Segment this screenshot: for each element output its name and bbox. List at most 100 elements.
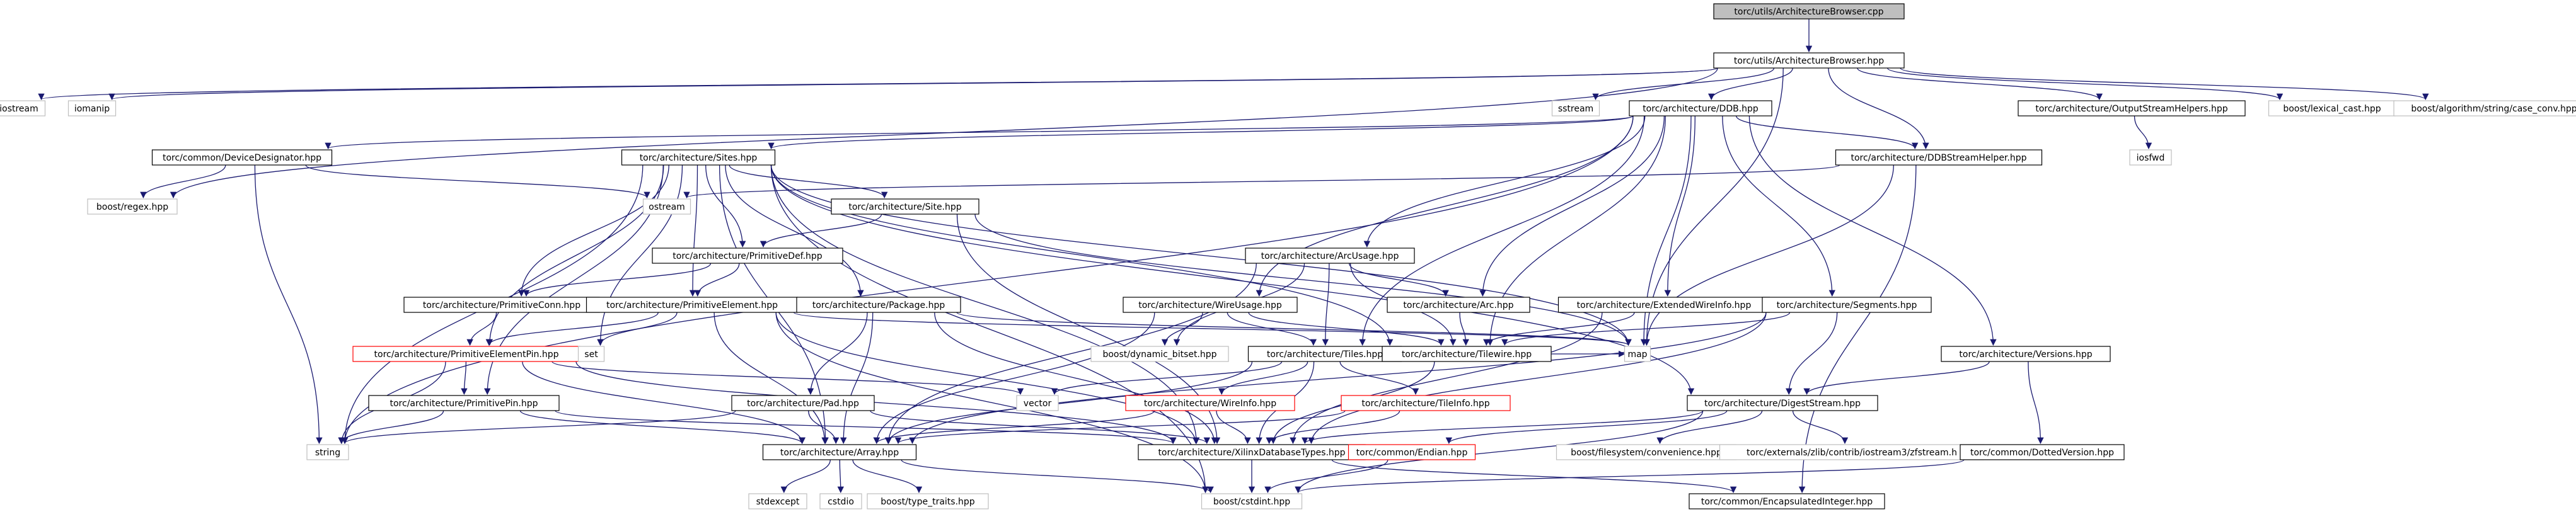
node-array[interactable]: torc/architecture/Array.hpp <box>762 444 917 460</box>
node-string: string <box>306 444 349 460</box>
node-box-primconn <box>403 297 600 313</box>
edge-ddbsh-to-ostream <box>683 164 1840 199</box>
node-dotted[interactable]: torc/common/DottedVersion.hpp <box>1960 444 2125 460</box>
edge-ddbsh-to-encint <box>1798 164 1917 494</box>
edge-extwire-to-xdbtypes <box>1290 312 1603 445</box>
node-box-sites <box>621 149 776 166</box>
node-label-regex: boost/regex.hpp <box>96 202 168 212</box>
edge-ddb-to-wireusage <box>1256 115 1634 297</box>
node-label-map: map <box>1627 350 1647 360</box>
node-label-iostream: iostream <box>0 104 38 114</box>
node-label-iomanip: iomanip <box>74 104 110 114</box>
node-label-sstream: sstream <box>1558 104 1593 114</box>
node-tileinfo[interactable]: torc/architecture/TileInfo.hpp <box>1341 395 1511 411</box>
node-extwire[interactable]: torc/architecture/ExtendedWireInfo.hpp <box>1557 297 1770 313</box>
node-cstdint: boost/cstdint.hpp <box>1201 493 1303 509</box>
node-sites[interactable]: torc/architecture/Sites.hpp <box>621 149 776 166</box>
node-wireusage[interactable]: torc/architecture/WireUsage.hpp <box>1123 297 1298 313</box>
node-label-tiles: torc/architecture/Tiles.hpp <box>1267 350 1383 360</box>
node-package[interactable]: torc/architecture/Package.hpp <box>796 297 961 313</box>
node-primconn[interactable]: torc/architecture/PrimitiveConn.hpp <box>403 297 600 313</box>
node-box-sstream <box>1551 100 1600 117</box>
node-label-vector: vector <box>1024 399 1052 409</box>
edge-array-to-cstdint <box>901 459 1214 494</box>
edge-wireusage-to-array <box>873 312 1155 445</box>
node-primelem[interactable]: torc/architecture/PrimitiveElement.hpp <box>586 297 799 313</box>
node-box-osh <box>2018 100 2246 117</box>
node-ddbsh[interactable]: torc/architecture/DDBStreamHelper.hpp <box>1835 149 2043 166</box>
edge-wireusage-to-tilewire <box>1248 312 1445 346</box>
node-wireinfo[interactable]: torc/architecture/WireInfo.hpp <box>1125 395 1295 411</box>
node-label-tileinfo: torc/architecture/TileInfo.hpp <box>1361 399 1489 409</box>
node-segments[interactable]: torc/architecture/Segments.hpp <box>1762 297 1932 313</box>
edge-ddb-to-string <box>341 115 1634 445</box>
node-sstream: sstream <box>1551 100 1600 117</box>
node-label-zfstream: torc/externals/zlib/contrib/iostream3/zf… <box>1747 448 1957 458</box>
node-primdef[interactable]: torc/architecture/PrimitiveDef.hpp <box>652 247 843 264</box>
node-box-ab_hpp <box>1713 52 1905 69</box>
node-primelempin[interactable]: torc/architecture/PrimitiveElementPin.hp… <box>352 346 580 362</box>
node-label-ostream: ostream <box>649 202 685 212</box>
node-label-ddb: torc/architecture/DDB.hpp <box>1643 104 1759 114</box>
node-arc[interactable]: torc/architecture/Arc.hpp <box>1387 297 1530 313</box>
edge-primelempin-to-vector <box>552 361 1024 395</box>
edge-digest-to-xdbtypes <box>1302 410 1704 445</box>
node-label-versions: torc/architecture/Versions.hpp <box>1959 350 2092 360</box>
node-box-primelempin <box>352 346 580 362</box>
node-ab_hpp[interactable]: torc/utils/ArchitectureBrowser.hpp <box>1713 52 1905 69</box>
node-box-string <box>306 444 349 460</box>
node-label-primpin: torc/architecture/PrimitivePin.hpp <box>390 399 538 409</box>
edge-segments-to-tilewire <box>1501 312 1791 346</box>
node-label-typetraits: boost/type_traits.hpp <box>881 497 974 507</box>
node-label-lexical: boost/lexical_cast.hpp <box>2283 104 2381 114</box>
edge-ddb-to-sites <box>768 115 1634 150</box>
node-label-segments: torc/architecture/Segments.hpp <box>1777 300 1917 310</box>
node-box-zfstream <box>1719 444 1985 460</box>
edge-sites-to-tilewire <box>770 164 1394 346</box>
edge-sites-to-cstdint <box>770 164 1209 494</box>
node-primpin[interactable]: torc/architecture/PrimitivePin.hpp <box>368 395 560 411</box>
node-box-primdef <box>652 247 843 264</box>
edge-tiles-to-wireinfo <box>1218 361 1308 395</box>
node-box-iomanip <box>67 100 117 117</box>
edge-wireusage-to-tiles <box>1227 312 1317 346</box>
edge-primelempin-to-xdbtypes <box>575 361 1177 445</box>
node-site[interactable]: torc/architecture/Site.hpp <box>831 198 979 215</box>
edge-pad-to-array <box>808 410 840 445</box>
node-box-digest <box>1687 395 1878 411</box>
node-box-devdes <box>151 149 333 166</box>
node-devdes[interactable]: torc/common/DeviceDesignator.hpp <box>151 149 333 166</box>
node-osh[interactable]: torc/architecture/OutputStreamHelpers.hp… <box>2018 100 2246 117</box>
node-versions[interactable]: torc/architecture/Versions.hpp <box>1941 346 2111 362</box>
node-ddb[interactable]: torc/architecture/DDB.hpp <box>1629 100 1772 117</box>
node-label-cstdint: boost/cstdint.hpp <box>1213 497 1290 507</box>
node-endian[interactable]: torc/common/Endian.hpp <box>1348 444 1476 460</box>
edge-ddb-to-tiles <box>1359 115 1645 346</box>
node-ab_cpp[interactable]: torc/utils/ArchitectureBrowser.cpp <box>1713 3 1905 20</box>
node-encint[interactable]: torc/common/EncapsulatedInteger.hpp <box>1689 493 1885 509</box>
node-box-tilewire <box>1382 346 1552 362</box>
node-box-arc <box>1387 297 1530 313</box>
node-tiles[interactable]: torc/architecture/Tiles.hpp <box>1247 346 1402 362</box>
edge-segments-to-digest <box>1786 312 1838 395</box>
edge-ddb-to-versions <box>1748 115 1997 346</box>
node-digest[interactable]: torc/architecture/DigestStream.hpp <box>1687 395 1878 411</box>
node-box-stdexcept <box>748 493 807 509</box>
node-label-fsconv: boost/filesystem/convenience.hpp <box>1571 448 1722 458</box>
node-pad[interactable]: torc/architecture/Pad.hpp <box>731 395 875 411</box>
node-zfstream: torc/externals/zlib/contrib/iostream3/zf… <box>1719 444 1985 460</box>
edge-tileinfo-to-xdbtypes <box>1266 410 1401 445</box>
node-cstdio: cstdio <box>819 493 862 509</box>
node-stdexcept: stdexcept <box>748 493 807 509</box>
node-box-endian <box>1348 444 1476 460</box>
node-box-set <box>577 346 605 362</box>
node-label-endian: torc/common/Endian.hpp <box>1356 448 1468 458</box>
edge-site-to-primdef <box>760 213 882 248</box>
edge-digest-to-endian <box>1445 410 1728 445</box>
node-tilewire[interactable]: torc/architecture/Tilewire.hpp <box>1382 346 1552 362</box>
node-box-encint <box>1689 493 1885 509</box>
node-arcusage[interactable]: torc/architecture/ArcUsage.hpp <box>1245 247 1415 264</box>
edges-layer <box>38 19 2429 494</box>
node-xdbtypes[interactable]: torc/architecture/XilinxDatabaseTypes.hp… <box>1138 444 1366 460</box>
